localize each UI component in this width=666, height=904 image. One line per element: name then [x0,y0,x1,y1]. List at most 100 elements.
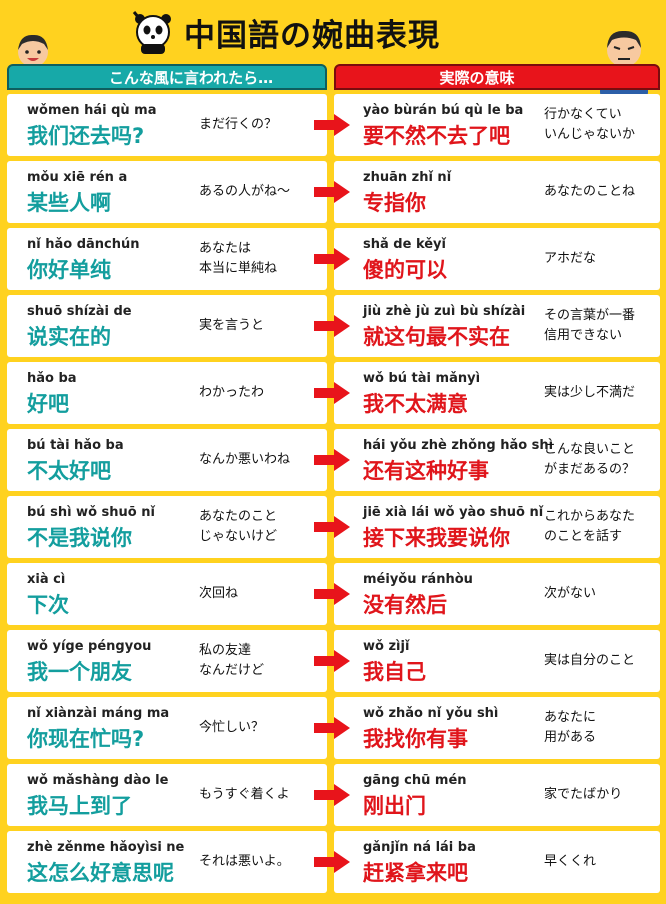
said-pinyin: wǒ mǎshàng dào le [27,773,169,788]
said-japanese: 実を言うと [199,318,265,333]
meaning-card: gǎnjǐn ná lái ba 赶紧拿来吧 早くくれ [334,831,660,893]
meaning-japanese: その言葉が一番 信用できない [544,308,636,343]
panda-mascot-icon [132,11,171,54]
said-card: zhè zěnme hǎoyìsi ne 这怎么好意思呢 それは悪いよ。 [7,831,327,893]
said-pinyin: bú shì wǒ shuō nǐ [27,505,155,520]
said-japanese: わかったわ [199,385,265,400]
meaning-hanzi: 还有这种好事 [363,459,489,483]
meaning-hanzi: 我不太满意 [363,392,468,416]
list-item: xià cì 下次 次回ね méiyǒu ránhòu 没有然后 次がない [0,563,666,625]
right-arrow-icon [314,449,350,471]
meaning-japanese: 実は少し不満だ [544,385,636,400]
meaning-japanese: 行かなくてい いんじゃないか [544,107,636,142]
meaning-pinyin: jiù zhè jù zuì bù shízài [363,304,526,319]
meaning-hanzi: 就这句最不实在 [363,325,510,349]
meaning-card: méiyǒu ránhòu 没有然后 次がない [334,563,660,625]
right-arrow-icon [314,315,350,337]
right-arrow-icon [314,851,350,873]
said-pinyin: zhè zěnme hǎoyìsi ne [27,840,185,855]
said-card: nǐ hǎo dānchún 你好单纯 あなたは 本当に単純ね [7,228,327,290]
meaning-pinyin: gāng chū mén [363,773,467,788]
meaning-hanzi: 我自己 [363,660,426,684]
meaning-pinyin: méiyǒu ránhòu [363,572,473,587]
said-japanese: まだ行くの？ [199,117,278,132]
meaning-card: shǎ de kěyǐ 傻的可以 アホだな [334,228,660,290]
right-arrow-icon [314,717,350,739]
meaning-hanzi: 刚出门 [363,794,426,818]
said-japanese: もうすぐ着くよ [199,787,290,802]
list-item: zhè zěnme hǎoyìsi ne 这怎么好意思呢 それは悪いよ。 gǎn… [0,831,666,893]
meaning-card: zhuān zhǐ nǐ 专指你 あなたのことね [334,161,660,223]
meaning-card: wǒ zìjǐ 我自己 実は自分のこと [334,630,660,692]
said-pinyin: nǐ hǎo dānchún [27,237,140,252]
said-column-header: こんな風に言われたら… [7,64,327,90]
meaning-card: wǒ bú tài mǎnyì 我不太满意 実は少し不満だ [334,362,660,424]
list-item: nǐ hǎo dānchún 你好单纯 あなたは 本当に単純ね shǎ de k… [0,228,666,290]
right-arrow-icon [314,248,350,270]
meaning-japanese: 実は自分のこと [544,653,636,668]
right-arrow-icon [314,583,350,605]
meaning-card: jiù zhè jù zuì bù shízài 就这句最不实在 その言葉が一番… [334,295,660,357]
said-card: shuō shízài de 说实在的 実を言うと [7,295,327,357]
said-card: hǎo ba 好吧 わかったわ [7,362,327,424]
meaning-pinyin: jiē xià lái wǒ yào shuō nǐ [363,505,544,520]
meaning-pinyin: wǒ zìjǐ [363,639,410,654]
said-card: wǒ mǎshàng dào le 我马上到了 もうすぐ着くよ [7,764,327,826]
meaning-card: wǒ zhǎo nǐ yǒu shì 我找你有事 あなたに 用がある [334,697,660,759]
said-hanzi: 这怎么好意思呢 [27,861,174,885]
title-bar: 中国語の婉曲表現 [0,0,666,64]
meaning-pinyin: yào bùrán bú qù le ba [363,103,524,118]
meaning-pinyin: gǎnjǐn ná lái ba [363,840,476,855]
said-card: bú tài hǎo ba 不太好吧 なんか悪いわね [7,429,327,491]
list-item: wǒ yíge péngyou 我一个朋友 私の友達 なんだけど wǒ zìjǐ… [0,630,666,692]
list-item: wǒmen hái qù ma 我们还去吗? まだ行くの？ yào bùrán … [0,94,666,156]
said-card: wǒmen hái qù ma 我们还去吗? まだ行くの？ [7,94,327,156]
meaning-japanese: 早くくれ [544,854,597,869]
meaning-card: hái yǒu zhè zhǒng hǎo shì 还有这种好事 こんな良いこと… [334,429,660,491]
said-japanese: あるの人がね〜 [199,184,291,199]
meaning-japanese: アホだな [544,251,597,266]
said-pinyin: nǐ xiànzài máng ma [27,706,170,721]
said-hanzi: 你好单纯 [27,258,111,282]
said-japanese: 次回ね [199,586,239,601]
meaning-pinyin: shǎ de kěyǐ [363,237,446,252]
said-pinyin: hǎo ba [27,371,77,386]
said-pinyin: bú tài hǎo ba [27,438,124,453]
meaning-japanese: これからあなた のことを話す [544,509,636,544]
right-arrow-icon [314,382,350,404]
meaning-card: gāng chū mén 刚出门 家でたばかり [334,764,660,826]
meaning-column-header: 実際の意味 [334,64,660,90]
right-arrow-icon [314,784,350,806]
said-hanzi: 我一个朋友 [27,660,132,684]
said-card: wǒ yíge péngyou 我一个朋友 私の友達 なんだけど [7,630,327,692]
said-card: bú shì wǒ shuō nǐ 不是我说你 あなたのこと じゃないけど [7,496,327,558]
meaning-japanese: あなたに 用がある [544,710,597,745]
meaning-hanzi: 傻的可以 [363,258,447,282]
said-hanzi: 好吧 [27,392,69,416]
said-japanese: あなたのこと じゃないけど [199,509,278,544]
said-card: nǐ xiànzài máng ma 你现在忙吗? 今忙しい？ [7,697,327,759]
meaning-japanese: 次がない [544,586,597,601]
page-title: 中国語の婉曲表現 [184,18,440,54]
said-card: mǒu xiē rén a 某些人啊 あるの人がね〜 [7,161,327,223]
list-item: bú shì wǒ shuō nǐ 不是我说你 あなたのこと じゃないけど ji… [0,496,666,558]
said-hanzi: 不太好吧 [27,459,111,483]
meaning-japanese: 家でたばかり [544,787,623,802]
right-arrow-icon [314,181,350,203]
meaning-hanzi: 专指你 [363,191,426,215]
list-item: mǒu xiē rén a 某些人啊 あるの人がね〜 zhuān zhǐ nǐ … [0,161,666,223]
list-item: nǐ xiànzài máng ma 你现在忙吗? 今忙しい？ wǒ zhǎo … [0,697,666,759]
list-item: bú tài hǎo ba 不太好吧 なんか悪いわね hái yǒu zhè z… [0,429,666,491]
said-hanzi: 我们还去吗? [27,124,145,148]
meaning-hanzi: 我找你有事 [363,727,468,751]
said-japanese: 私の友達 なんだけど [199,643,265,678]
said-hanzi: 某些人啊 [27,191,111,215]
meaning-hanzi: 要不然不去了吧 [363,124,510,148]
said-hanzi: 不是我说你 [27,526,132,550]
said-hanzi: 我马上到了 [27,794,132,818]
meaning-pinyin: wǒ bú tài mǎnyì [363,371,481,386]
said-pinyin: wǒmen hái qù ma [27,103,157,118]
said-card: xià cì 下次 次回ね [7,563,327,625]
list-item: shuō shízài de 说实在的 実を言うと jiù zhè jù zuì… [0,295,666,357]
meaning-hanzi: 接下来我要说你 [363,526,510,550]
